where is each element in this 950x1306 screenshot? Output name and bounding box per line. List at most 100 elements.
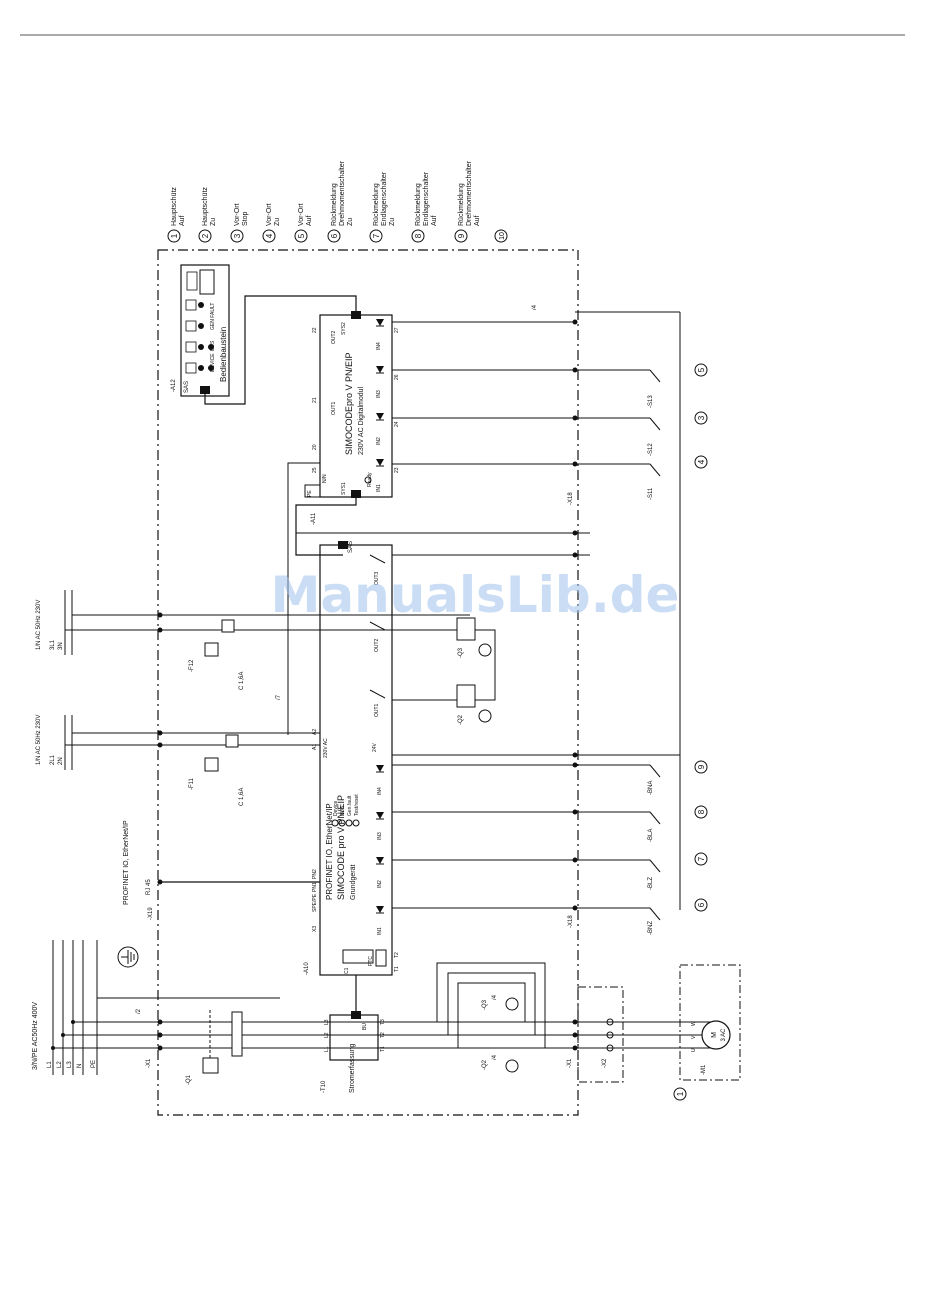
q1-thermal-box — [231, 1011, 243, 1057]
right-signal-3: 3 — [694, 411, 708, 425]
current-measuring-in-l1: L1 — [324, 1046, 330, 1052]
f12-box — [221, 619, 235, 633]
signal-6-line3: Zu — [347, 218, 354, 226]
operator-panel-led-6 — [208, 365, 214, 371]
x1-aux-1 — [157, 730, 163, 736]
signal-5-number: 5 — [297, 233, 306, 238]
switch-s12: -S12 — [648, 417, 661, 456]
main-line-l1: L1 — [47, 1061, 53, 1068]
operator-panel-led-3 — [198, 344, 204, 350]
x18-terminal-15 — [572, 809, 578, 815]
digital-module-term-22: 22 — [312, 327, 318, 333]
signal-8-number: 8 — [414, 233, 423, 238]
x1-aux-4 — [157, 627, 163, 633]
profinet-connection: PROFINET IO, EtherNet/IP RJ 45 -X19 — [123, 820, 320, 920]
digital-module-out1: OUT1 — [331, 401, 337, 415]
base-unit-in2: IN2 — [377, 880, 383, 888]
signal-9-number: 9 — [457, 233, 466, 238]
base-unit-led-label-device: Device — [333, 800, 339, 816]
digital-module-ready-led — [364, 476, 372, 484]
x1-in-1 — [157, 1019, 163, 1025]
switch-bnz-label: -BNZ — [648, 921, 654, 935]
contactor-coils: -Q2 -Q3 — [392, 617, 496, 725]
operator-panel-button-3 — [185, 341, 197, 353]
phase-l3-junction — [71, 1020, 75, 1024]
signal-9-line2: Drehmomentschalter — [466, 160, 473, 226]
base-unit-out3-contact — [369, 554, 386, 564]
q2-power-circle — [505, 1059, 519, 1073]
signal-1-line1: Hauptschütz — [171, 187, 178, 226]
x18-label-bottom: -X18 — [568, 915, 574, 928]
motor-ac: 3 AC — [721, 1028, 727, 1042]
signal-5: 5 Vor-Ort Auf — [294, 203, 313, 243]
f11-rating: C 1,6A — [239, 788, 245, 806]
q1-label: -Q1 — [186, 1074, 192, 1085]
q1-mech — [202, 1057, 219, 1074]
signal-6-number: 6 — [330, 233, 339, 238]
operator-panel-ref: -A12 — [171, 379, 177, 392]
base-unit-out1-contact — [369, 689, 386, 699]
ground-circle — [117, 946, 139, 968]
base-unit-title-2: SIMOCODE pro V PN/EIP — [336, 795, 346, 900]
signal-7-line3: Zu — [389, 218, 396, 226]
motor-signal-number: 1 — [676, 1091, 685, 1096]
q3-coil-circle — [478, 643, 492, 657]
q2-coil-label: -Q2 — [458, 714, 464, 725]
signal-1: 1 Hauptschütz Auf — [167, 187, 186, 243]
signal-6-line2: Drehmomentschalter — [339, 160, 346, 226]
digital-module-in3: IN3 — [376, 390, 382, 398]
right-signal-4: 4 — [694, 455, 708, 469]
f12-mech — [204, 642, 219, 657]
switch-s12-label: -S12 — [648, 443, 654, 456]
base-unit-out2: OUT2 — [374, 638, 380, 652]
f11-box — [225, 734, 239, 748]
main-line-pe: PE — [91, 1060, 97, 1068]
q1-breaker: -Q1 — [186, 1010, 243, 1085]
aux1-line-n: 2N — [58, 757, 64, 765]
switch-bla: -BLA — [648, 811, 661, 842]
signal-6-circle — [327, 229, 341, 243]
current-measuring-title: Stromerfassung — [349, 1043, 356, 1093]
phase-wiring: /2 — [51, 962, 715, 1050]
base-unit-led-label-genfault: Gen.fault — [347, 795, 353, 816]
motor-v: V — [691, 1035, 697, 1039]
digital-module-term-20: 20 — [312, 444, 318, 450]
right-signal-8-number: 8 — [697, 809, 706, 814]
operator-panel-display — [199, 269, 215, 295]
motor-w: W — [691, 1021, 697, 1026]
current-measuring-bu: BU — [362, 1023, 368, 1030]
x19-label: -X19 — [148, 907, 154, 920]
x18-terminal-11 — [572, 461, 578, 467]
x2-label: -X2 — [602, 1058, 608, 1068]
signal-3-line2: Stop — [242, 211, 249, 226]
base-unit-out2-contact — [369, 621, 386, 631]
switch-s13: -S13 — [648, 369, 661, 408]
x1-out-4 — [572, 1019, 578, 1025]
operator-panel-led-label-genfault: GEN FAULT — [210, 303, 216, 330]
digital-module-diode-in4 — [376, 319, 384, 327]
current-measuring-module: BU Stromerfassung -T10 L3 L2 L1 T3 T2 T1 — [321, 1011, 386, 1093]
digital-module-ref: -A11 — [311, 512, 317, 525]
base-unit-spe-pe: SPE/PE — [312, 893, 318, 912]
digital-module-ready: Ready — [367, 472, 373, 487]
base-unit-led-genfault — [345, 819, 353, 827]
signal-4-number: 4 — [265, 233, 274, 238]
switch-bna: -BNA — [648, 764, 661, 795]
signal-2-number: 2 — [201, 233, 210, 238]
right-signal-5: 5 — [694, 363, 708, 377]
switch-bnz: -BNZ — [648, 907, 661, 935]
digital-module-term-24: 24 — [394, 421, 400, 427]
sas-cable-modules — [295, 497, 357, 556]
phase-l2-junction — [61, 1033, 65, 1037]
switch-s11: -S11 — [648, 463, 661, 500]
digital-module-sys2-port — [351, 311, 361, 319]
x1-label-in: -X1 — [146, 1058, 152, 1068]
aux-supply-1: 1/N AC 50Hz 230V 2L1 2N -F11 C 1,6A /7 — [36, 694, 320, 806]
field-inputs: -X18 -X18 /4 -S13 -S12 -S11 -BNA -BLA -B… — [296, 304, 708, 935]
f11-mech — [204, 757, 219, 772]
signal-8: 8 Rückmeldung Endlagenschalter Auf — [411, 171, 438, 243]
f12-rating: C 1,6A — [239, 672, 245, 690]
signal-2-line1: Hauptschütz — [202, 187, 209, 226]
digital-module-term-26: 26 — [394, 374, 400, 380]
